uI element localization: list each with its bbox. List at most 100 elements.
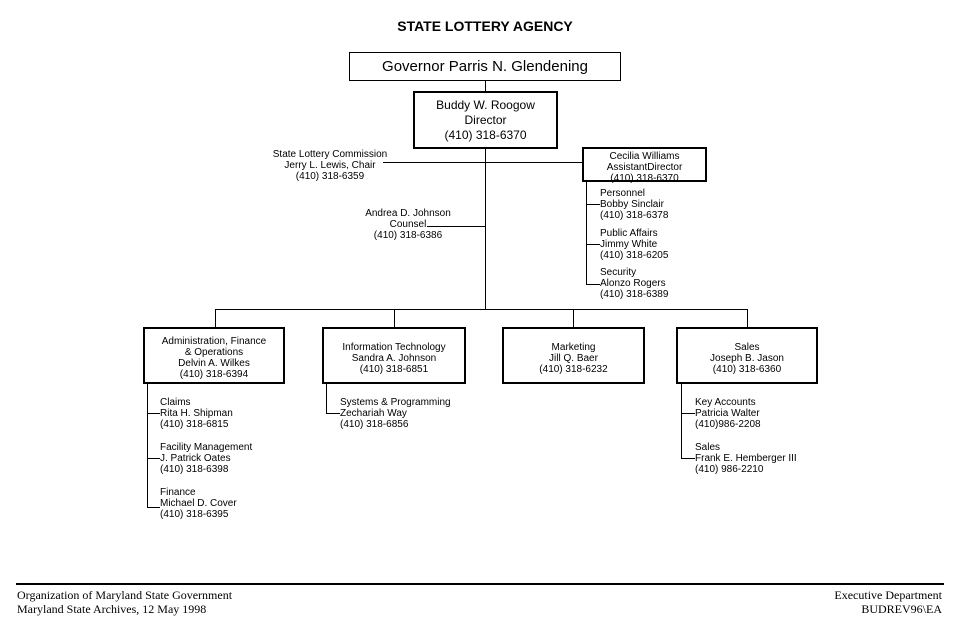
- director-box: Buddy W. Roogow Director (410) 318-6370: [413, 91, 558, 149]
- division-head: Delvin A. Wilkes: [178, 358, 250, 369]
- unit-systems-programming: Systems & Programming Zechariah Way (410…: [340, 397, 451, 430]
- unit-name: Claims: [160, 397, 191, 408]
- commission-name: State Lottery Commission: [272, 149, 388, 160]
- unit-security: Security Alonzo Rogers (410) 318-6389: [600, 267, 668, 300]
- unit-phone: (410) 318-6398: [160, 464, 229, 475]
- division-head: Joseph B. Jason: [710, 353, 784, 364]
- connector-line: [147, 413, 160, 414]
- connector-line: [681, 413, 695, 414]
- unit-phone: (410) 318-6395: [160, 509, 229, 520]
- governor-name: Governor Parris N. Glendening: [382, 58, 588, 75]
- division-name: Administration, Finance: [161, 336, 267, 347]
- footer-text: Organization of Maryland State Governmen…: [17, 588, 233, 602]
- counsel-name: Andrea D. Johnson: [365, 208, 451, 219]
- division-admin-box: Administration, Finance & Operations Del…: [143, 327, 285, 384]
- footer-text: Maryland State Archives, 12 May 1998: [17, 602, 207, 616]
- assistant-phone: (410) 318-6370: [610, 173, 679, 184]
- footer-right: Executive Department BUDREV96\EA: [834, 588, 942, 616]
- unit-person: Patricia Walter: [695, 408, 760, 419]
- counsel-block: Andrea D. Johnson Counsel (410) 318-6386: [348, 208, 468, 241]
- unit-finance: Finance Michael D. Cover (410) 318-6395: [160, 487, 237, 520]
- connector-line: [427, 226, 485, 227]
- unit-facility-management: Facility Management J. Patrick Oates (41…: [160, 442, 252, 475]
- unit-person: Michael D. Cover: [160, 498, 237, 509]
- connector-line: [383, 162, 582, 163]
- unit-person: Bobby Sinclair: [600, 199, 664, 210]
- unit-phone: (410) 318-6378: [600, 210, 669, 221]
- unit-name: Facility Management: [160, 442, 253, 453]
- connector-line: [681, 384, 682, 459]
- connector-line: [747, 309, 748, 327]
- commission-phone: (410) 318-6359: [295, 171, 365, 182]
- division-name: Information Technology: [342, 342, 446, 353]
- unit-phone: (410)986-2208: [695, 419, 761, 430]
- assistant-name: Cecilia Williams: [609, 151, 680, 162]
- unit-name: Personnel: [600, 188, 646, 199]
- footer-text: Executive Department: [834, 588, 942, 602]
- connector-line: [147, 507, 160, 508]
- unit-person: Rita H. Shipman: [160, 408, 233, 419]
- division-phone: (410) 318-6360: [712, 364, 782, 375]
- division-head: Jill Q. Baer: [549, 353, 598, 364]
- unit-person: Zechariah Way: [340, 408, 407, 419]
- division-name-cont: & Operations: [184, 347, 244, 358]
- unit-phone: (410) 318-6205: [600, 250, 669, 261]
- unit-phone: (410) 318-6815: [160, 419, 229, 430]
- unit-name: Security: [600, 267, 637, 278]
- commission-chair: Jerry L. Lewis, Chair: [284, 160, 376, 171]
- connector-line: [215, 309, 216, 327]
- unit-claims: Claims Rita H. Shipman (410) 318-6815: [160, 397, 233, 430]
- division-sales-box: Sales Joseph B. Jason (410) 318-6360: [676, 327, 818, 384]
- connector-line: [681, 458, 695, 459]
- connector-line: [586, 204, 600, 205]
- counsel-title: Counsel: [389, 219, 427, 230]
- unit-name: Systems & Programming: [340, 397, 451, 408]
- footer-rule: [16, 583, 944, 585]
- connector-line: [586, 284, 600, 285]
- connector-line: [485, 149, 486, 309]
- director-title: Director: [464, 113, 507, 127]
- connector-line: [586, 244, 600, 245]
- unit-key-accounts: Key Accounts Patricia Walter (410)986-22…: [695, 397, 761, 430]
- unit-phone: (410) 318-6856: [340, 419, 409, 430]
- unit-person: J. Patrick Oates: [160, 453, 231, 464]
- connector-line: [326, 384, 327, 413]
- division-marketing-box: Marketing Jill Q. Baer (410) 318-6232: [502, 327, 645, 384]
- unit-name: Public Affairs: [600, 228, 658, 239]
- unit-person: Alonzo Rogers: [600, 278, 666, 289]
- commission-block: State Lottery Commission Jerry L. Lewis,…: [255, 149, 405, 182]
- connector-line: [147, 384, 148, 508]
- division-it-box: Information Technology Sandra A. Johnson…: [322, 327, 466, 384]
- chart-title: STATE LOTTERY AGENCY: [397, 18, 573, 34]
- counsel-phone: (410) 318-6386: [373, 230, 443, 241]
- division-head: Sandra A. Johnson: [351, 353, 437, 364]
- division-phone: (410) 318-6394: [179, 369, 249, 380]
- connector-line: [326, 413, 340, 414]
- unit-public-affairs: Public Affairs Jimmy White (410) 318-620…: [600, 228, 668, 261]
- connector-line: [485, 81, 486, 91]
- unit-personnel: Personnel Bobby Sinclair (410) 318-6378: [600, 188, 668, 221]
- unit-name: Sales: [695, 442, 721, 453]
- division-phone: (410) 318-6851: [359, 364, 429, 375]
- connector-line: [573, 309, 574, 327]
- unit-person: Jimmy White: [600, 239, 658, 250]
- division-name: Marketing: [551, 342, 596, 353]
- footer-text: BUDREV96\EA: [861, 602, 942, 616]
- connector-line: [215, 309, 748, 310]
- unit-person: Frank E. Hemberger III: [695, 453, 797, 464]
- unit-phone: (410) 318-6389: [600, 289, 669, 300]
- assistant-director-box: Cecilia Williams AssistantDirector (410)…: [582, 147, 707, 184]
- unit-sales: Sales Frank E. Hemberger III (410) 986-2…: [695, 442, 797, 475]
- governor-box: Governor Parris N. Glendening: [349, 52, 621, 81]
- division-phone: (410) 318-6232: [539, 364, 608, 375]
- unit-name: Key Accounts: [695, 397, 756, 408]
- connector-line: [147, 458, 160, 459]
- assistant-title: AssistantDirector: [606, 162, 683, 173]
- director-phone: (410) 318-6370: [444, 128, 527, 142]
- unit-phone: (410) 986-2210: [695, 464, 764, 475]
- connector-line: [586, 182, 587, 285]
- director-name: Buddy W. Roogow: [436, 98, 535, 112]
- division-name: Sales: [734, 342, 760, 353]
- unit-name: Finance: [160, 487, 196, 498]
- footer-left: Organization of Maryland State Governmen…: [17, 588, 232, 616]
